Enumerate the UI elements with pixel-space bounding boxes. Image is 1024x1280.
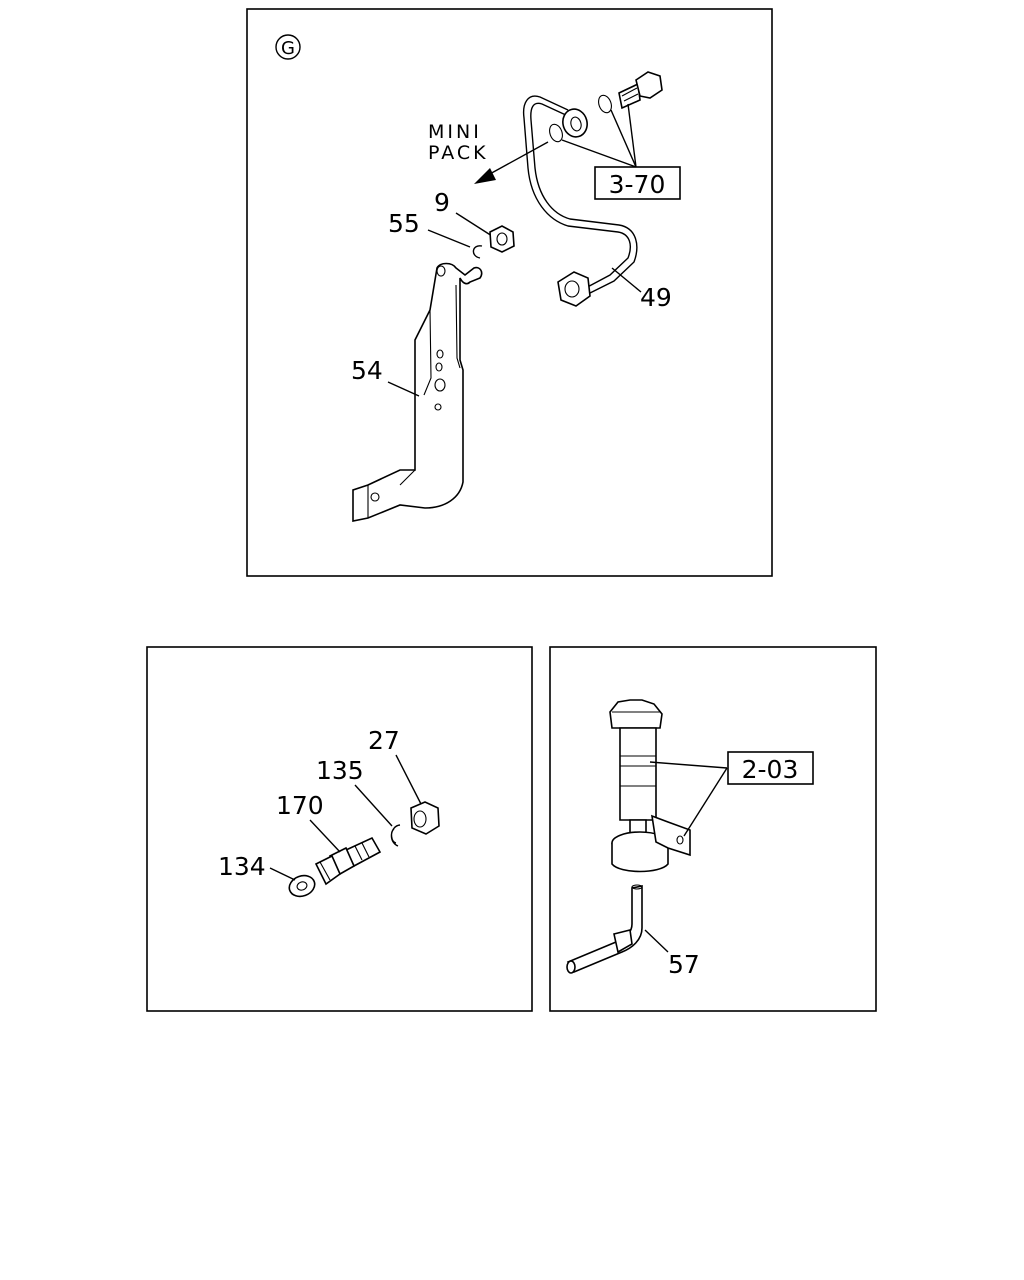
pipe-49: [522, 95, 638, 307]
bottom-right-panel: 2-03 57: [549, 646, 877, 1012]
callout-134: 134: [218, 852, 266, 881]
ref-label-2-03: 2-03: [742, 755, 799, 784]
bottom-left-frame: [146, 646, 533, 1012]
mini-pack-line2: PACK: [428, 142, 489, 164]
top-panel: G MINI PACK: [246, 8, 773, 577]
clamp-bracket: [611, 814, 691, 873]
ref-3-70-leaders: [561, 103, 637, 168]
view-mark-letter: G: [281, 38, 295, 59]
ref-box-2-03: [727, 751, 814, 785]
callout-27: 27: [368, 726, 400, 755]
elbow-57: [566, 884, 643, 974]
mini-pack-line1: MINI: [428, 121, 482, 143]
callout-54: 54: [351, 356, 383, 385]
snap-ring-135: [390, 824, 401, 847]
ref-box-3-70: [594, 166, 681, 200]
mini-pack-arrow: [474, 141, 549, 184]
nut-27: [410, 801, 440, 835]
callout-55: 55: [388, 209, 420, 238]
washer-134: [288, 874, 316, 898]
callout-9: 9: [434, 188, 450, 217]
ref-label-3-70: 3-70: [609, 170, 666, 199]
callout-49: 49: [640, 283, 672, 312]
callout-170: 170: [276, 791, 324, 820]
view-mark-circle: [275, 34, 301, 60]
bottom-left-panel: 27 135 170 134: [146, 646, 533, 1012]
nut-9: [489, 225, 515, 253]
bracket-54: [352, 262, 483, 522]
top-panel-frame: [246, 8, 773, 577]
bottom-right-frame: [549, 646, 877, 1012]
callout-135: 135: [316, 756, 364, 785]
stud-170: [314, 836, 382, 886]
clip-55: [472, 245, 483, 259]
callout-57: 57: [668, 950, 700, 979]
union-washers-bolt: [549, 71, 663, 143]
